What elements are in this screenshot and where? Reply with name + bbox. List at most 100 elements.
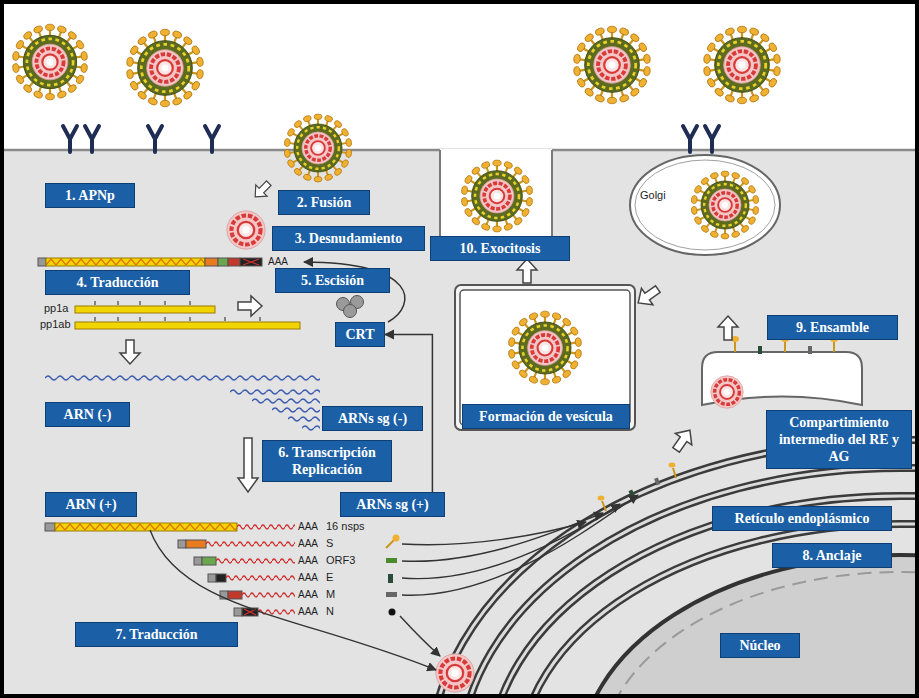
negative-rna (45, 374, 320, 432)
step-box: Núcleo (720, 633, 800, 658)
step-box: ARNs sg (+) (340, 492, 445, 517)
golgi (630, 155, 780, 255)
hollow-arrow (517, 259, 537, 283)
orf1ab-bar (46, 258, 205, 266)
step-box: 9. Ensamble (767, 315, 898, 340)
cleavage-ticks (95, 301, 260, 321)
step-text: 8. Anclaje (781, 547, 883, 564)
genome-top (38, 258, 262, 266)
virions (12, 24, 781, 692)
rna-wave (226, 574, 295, 582)
m-protein (654, 477, 660, 485)
step-arrows (120, 178, 738, 456)
ribosome (337, 296, 364, 318)
part-label: pp1a (44, 302, 68, 315)
m-protein (808, 346, 812, 354)
step-box: 2. Fusión (278, 190, 370, 215)
orf3-protein (386, 558, 397, 563)
step-text: Compartimiento intermedio del RE y AG (775, 414, 903, 465)
nucleus (580, 555, 919, 698)
step-box: ARN (+) (45, 492, 137, 517)
step-box: ARNs sg (-) (322, 406, 423, 431)
protein-route (402, 522, 586, 545)
part-label: AAA (298, 606, 318, 618)
cap-5 (38, 258, 46, 266)
step-box: 3. Desnudamiento (272, 226, 425, 251)
hollow-arrow (120, 340, 140, 364)
step-text: Formación de vesícula (471, 408, 621, 425)
step-text: ARNs sg (+) (349, 496, 436, 513)
rna-wave (258, 608, 295, 616)
ribosome-unit (344, 305, 357, 318)
rna-wave (216, 557, 295, 565)
part-label: E (326, 571, 333, 584)
virion (12, 24, 88, 100)
receptor (85, 126, 99, 152)
spike-protein (669, 463, 676, 468)
receptor (205, 126, 219, 152)
part-label: AAA (298, 589, 318, 601)
step-box: ARN (-) (45, 402, 130, 427)
polyproteins (75, 301, 300, 329)
part-label: pp1ab (40, 318, 71, 331)
step-text: 4. Traducción (54, 274, 181, 291)
e-protein (758, 346, 762, 354)
sg-rna-minus (252, 397, 320, 405)
anchored-proteins (598, 463, 677, 512)
gene-s (205, 258, 218, 266)
step-text: ARN (-) (54, 406, 121, 423)
step-text: 5. Escisión (284, 272, 381, 289)
receptor (705, 126, 719, 152)
part-label: ORF3 (326, 554, 355, 567)
sg-rna-minus (230, 388, 320, 396)
orf1ab-bar (55, 523, 237, 531)
sg-rna-minus (288, 415, 320, 423)
translation-route (150, 530, 436, 670)
step-text: ARN (+) (54, 496, 128, 513)
cap-5 (45, 523, 55, 531)
vesicle-frame (455, 285, 635, 430)
e-protein (388, 574, 393, 583)
part-label: AAA (298, 572, 318, 584)
rna-wave (242, 591, 295, 599)
gene-orf3 (218, 258, 228, 266)
gene-orf3 (202, 557, 216, 565)
step-box: 4. Traducción (45, 270, 190, 295)
step-text: 6. Transcripción Replicación (271, 444, 383, 478)
receptor (683, 126, 697, 152)
step-text: CRT (344, 326, 376, 343)
receptor (63, 126, 77, 152)
gene-n-mark (243, 259, 259, 265)
hollow-arrow (668, 424, 698, 455)
part-label: M (326, 588, 335, 601)
part-label: AAA (298, 521, 318, 533)
virion (703, 26, 781, 103)
step-text: 3. Desnudamiento (281, 230, 416, 247)
rna-wave (206, 540, 295, 548)
step-text: 10. Exocitosis (439, 240, 561, 257)
nucleocapsid (227, 211, 265, 249)
receptors (63, 126, 719, 152)
positive-rnas (45, 523, 295, 616)
protein-route (402, 513, 603, 561)
gene-m (228, 591, 242, 599)
nucleocapsid (436, 654, 474, 692)
cap-5 (234, 608, 242, 616)
fusing-virion (284, 114, 352, 182)
golgi-inner (635, 160, 775, 250)
m-protein (386, 592, 397, 597)
spike-protein (393, 535, 400, 542)
spike-protein (598, 496, 605, 501)
step-box: 10. Exocitosis (430, 236, 570, 261)
cap-5 (208, 574, 216, 582)
step-box: 6. Transcripción Replicación (262, 440, 392, 482)
part-label: S (326, 537, 333, 550)
gene-n (242, 608, 258, 616)
step-text: ARNs sg (-) (331, 410, 414, 427)
part-label: AAA (298, 555, 318, 567)
hollow-arrow (718, 316, 738, 340)
